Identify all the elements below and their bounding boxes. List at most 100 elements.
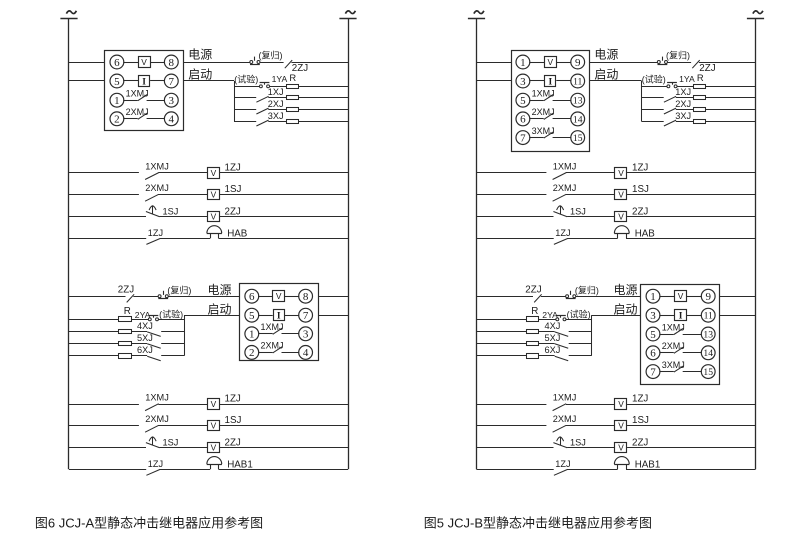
svg-text:4: 4 <box>303 347 309 359</box>
svg-text:2XMJ: 2XMJ <box>553 183 577 193</box>
svg-text:I: I <box>142 77 146 87</box>
svg-text:3XMJ: 3XMJ <box>532 126 555 136</box>
svg-text:V: V <box>678 291 684 301</box>
svg-text:电源: 电源 <box>188 48 212 62</box>
svg-text:HAB1: HAB1 <box>227 459 253 470</box>
svg-text:(复归): (复归) <box>575 285 599 296</box>
svg-text:1YA: 1YA <box>679 74 695 84</box>
svg-text:V: V <box>618 211 624 221</box>
svg-text:6: 6 <box>650 348 656 360</box>
svg-text:1ZJ: 1ZJ <box>148 459 163 469</box>
svg-text:1: 1 <box>249 329 255 341</box>
svg-text:(试验): (试验) <box>642 74 666 85</box>
svg-text:8: 8 <box>169 57 175 69</box>
svg-text:电源: 电源 <box>208 283 232 297</box>
svg-text:1ZJ: 1ZJ <box>632 393 648 404</box>
svg-text:V: V <box>211 421 217 431</box>
svg-text:1XMJ: 1XMJ <box>126 89 149 99</box>
svg-text:1ZJ: 1ZJ <box>632 162 648 173</box>
svg-text:2YA: 2YA <box>135 310 151 320</box>
svg-text:(试验): (试验) <box>159 308 183 319</box>
svg-text:9: 9 <box>575 57 581 69</box>
svg-text:1SJ: 1SJ <box>632 415 649 426</box>
svg-text:1: 1 <box>520 57 526 69</box>
svg-text:2YA: 2YA <box>542 310 558 320</box>
svg-text:1SJ: 1SJ <box>163 438 179 448</box>
svg-text:1ZJ: 1ZJ <box>555 228 570 238</box>
svg-text:HAB1: HAB1 <box>635 459 661 470</box>
svg-text:11: 11 <box>704 311 713 322</box>
svg-text:14: 14 <box>573 114 583 125</box>
svg-text:V: V <box>618 443 624 453</box>
svg-text:图6 JCJ-A型静态冲击继电器应用参考图: 图6 JCJ-A型静态冲击继电器应用参考图 <box>35 515 263 530</box>
svg-text:I: I <box>548 77 552 87</box>
svg-text:5XJ: 5XJ <box>137 333 153 343</box>
svg-text:2XJ: 2XJ <box>675 99 691 109</box>
svg-text:4XJ: 4XJ <box>137 321 153 331</box>
svg-text:1XMJ: 1XMJ <box>662 322 685 332</box>
svg-text:1SJ: 1SJ <box>163 207 179 217</box>
svg-text:V: V <box>618 168 624 178</box>
svg-text:1XJ: 1XJ <box>675 87 691 97</box>
svg-text:4: 4 <box>169 114 175 126</box>
svg-text:1XMJ: 1XMJ <box>261 322 284 332</box>
svg-text:2XMJ: 2XMJ <box>662 341 685 351</box>
svg-text:3: 3 <box>303 329 309 341</box>
svg-text:6XJ: 6XJ <box>137 345 153 355</box>
svg-text:V: V <box>211 190 217 200</box>
svg-text:2ZJ: 2ZJ <box>118 285 134 296</box>
svg-text:1SJ: 1SJ <box>225 184 242 195</box>
svg-text:V: V <box>618 421 624 431</box>
svg-text:8: 8 <box>303 291 309 303</box>
svg-text:2XMJ: 2XMJ <box>261 341 284 351</box>
svg-text:1SJ: 1SJ <box>570 207 586 217</box>
svg-text:5: 5 <box>650 329 656 341</box>
svg-text:1XMJ: 1XMJ <box>553 161 577 171</box>
svg-text:R: R <box>124 306 131 317</box>
svg-text:(试验): (试验) <box>234 74 258 85</box>
svg-text:1YA: 1YA <box>272 74 288 84</box>
svg-text:HAB: HAB <box>635 228 656 239</box>
svg-text:1: 1 <box>114 95 120 107</box>
svg-text:启动: 启动 <box>188 68 212 82</box>
svg-text:1XMJ: 1XMJ <box>145 393 169 403</box>
svg-text:3: 3 <box>650 310 656 322</box>
svg-text:1XMJ: 1XMJ <box>532 89 555 99</box>
svg-text:5XJ: 5XJ <box>545 333 561 343</box>
svg-text:5: 5 <box>520 95 526 107</box>
svg-text:R: R <box>531 306 538 317</box>
svg-text:5: 5 <box>249 310 255 322</box>
svg-text:7: 7 <box>650 366 656 378</box>
svg-text:3XJ: 3XJ <box>675 111 691 121</box>
svg-text:6: 6 <box>520 114 526 126</box>
svg-text:6: 6 <box>114 57 120 69</box>
svg-text:3XMJ: 3XMJ <box>662 360 685 370</box>
svg-text:3: 3 <box>169 95 175 107</box>
svg-text:(复归): (复归) <box>259 50 283 61</box>
svg-text:启动: 启动 <box>594 68 618 82</box>
svg-text:2: 2 <box>114 114 120 126</box>
svg-text:11: 11 <box>573 76 582 87</box>
svg-text:2XMJ: 2XMJ <box>145 183 169 193</box>
svg-text:2: 2 <box>249 347 255 359</box>
svg-text:1ZJ: 1ZJ <box>225 393 241 404</box>
svg-text:(复归): (复归) <box>666 50 690 61</box>
svg-text:2ZJ: 2ZJ <box>699 63 715 74</box>
svg-text:I: I <box>679 312 683 322</box>
svg-text:V: V <box>141 57 147 67</box>
svg-text:3: 3 <box>520 76 526 88</box>
svg-text:5: 5 <box>114 76 120 88</box>
svg-text:6XJ: 6XJ <box>545 345 561 355</box>
svg-text:4XJ: 4XJ <box>545 321 561 331</box>
svg-text:R: R <box>697 72 704 83</box>
svg-text:2ZJ: 2ZJ <box>225 438 241 449</box>
svg-text:2ZJ: 2ZJ <box>225 206 241 217</box>
svg-text:3XJ: 3XJ <box>268 111 284 121</box>
svg-text:V: V <box>618 190 624 200</box>
svg-text:6: 6 <box>249 291 255 303</box>
svg-text:7: 7 <box>169 76 175 88</box>
svg-text:13: 13 <box>703 329 713 340</box>
svg-text:1SJ: 1SJ <box>570 438 586 448</box>
svg-text:2XMJ: 2XMJ <box>126 107 149 117</box>
svg-text:2XMJ: 2XMJ <box>145 414 169 424</box>
